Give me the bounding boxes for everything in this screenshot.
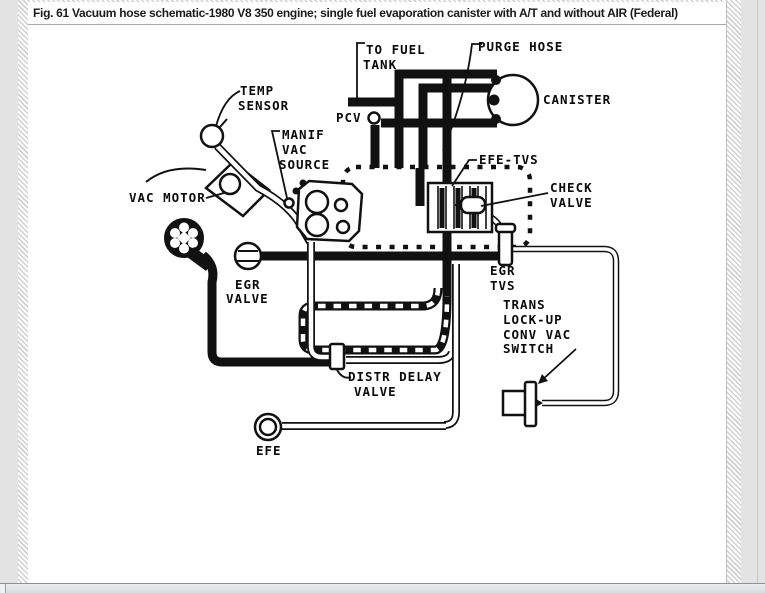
vac-motor-leader — [205, 192, 225, 199]
vacuum-hose-schematic: TO FUEL TANK PURGE HOSE CANISTER PCV TEM… — [129, 39, 620, 458]
label-temp: TEMP — [240, 83, 274, 98]
egr-tvs-connector — [494, 222, 517, 267]
switch-arrow-leader — [538, 348, 577, 384]
label-sensor: SENSOR — [238, 98, 289, 113]
label-egr: EGR — [235, 277, 261, 292]
label-egr-tvs-2: TVS — [490, 278, 516, 293]
distr-delay-leader — [336, 369, 352, 379]
purge-hose-leader — [442, 43, 482, 151]
label-vac: VAC — [282, 142, 308, 157]
check-valve-leader — [480, 192, 549, 207]
figure-caption: Fig. 61 Vacuum hose schematic-1980 V8 35… — [33, 6, 678, 20]
efe-tvs-leader — [451, 159, 477, 187]
temp-sensor-body — [199, 123, 225, 149]
canister-port-mid — [488, 94, 500, 106]
label-egr-tvs-1: EGR — [490, 263, 516, 278]
label-to-fuel: TO FUEL — [366, 42, 426, 57]
canister-port-bottom — [491, 114, 501, 124]
label-conv-vac: CONV VAC — [503, 327, 571, 342]
label-pcv: PCV — [336, 110, 362, 125]
label-switch: SWITCH — [503, 341, 554, 356]
temp-sensor-tick — [219, 118, 228, 128]
canister-mid-hose — [418, 83, 497, 168]
horizontal-scrollbar[interactable] — [0, 583, 765, 593]
canister-body — [486, 73, 540, 127]
carburetor — [292, 179, 364, 243]
scrollbar-corner — [0, 584, 6, 593]
label-trans: TRANS — [503, 297, 546, 312]
label-source: SOURCE — [279, 157, 330, 172]
temp-sensor-leader — [215, 90, 241, 127]
label-vac-motor: VAC MOTOR — [129, 190, 206, 205]
label-canister: CANISTER — [543, 92, 611, 107]
lockup-switch-body — [501, 380, 543, 428]
starburst-fitting — [164, 218, 213, 271]
egr-valve-body — [233, 241, 263, 271]
label-efe-tvs: EFE-TVS — [479, 152, 539, 167]
label-efe: EFE — [256, 443, 282, 458]
vac-motor-port — [218, 172, 242, 196]
label-distr-valve: VALVE — [354, 384, 397, 399]
frame-edge-line — [757, 0, 758, 583]
label-tank: TANK — [363, 57, 397, 72]
label-distr-delay: DISTR DELAY — [348, 369, 442, 384]
label-egr-valve: VALVE — [226, 291, 269, 306]
air-cleaner-arc — [145, 167, 207, 183]
label-lockup: LOCK-UP — [503, 312, 563, 327]
canister-port-top — [491, 75, 501, 85]
manif-vac-leader — [270, 130, 288, 199]
fuel-tank-leader — [356, 42, 365, 100]
dashed-loop-hose — [298, 287, 452, 355]
distr-delay-valve-body — [328, 342, 346, 371]
canister-top-hose — [394, 69, 497, 168]
efe-port — [253, 412, 283, 442]
label-manif: MANIF — [282, 127, 325, 142]
label-check-valve: VALVE — [550, 195, 593, 210]
pcv-valve — [367, 111, 381, 125]
label-purge-hose: PURGE HOSE — [478, 39, 563, 54]
manif-vac-connector — [283, 197, 295, 209]
dashed-loop-hose-dashes — [300, 287, 450, 353]
label-check: CHECK — [550, 180, 593, 195]
figure-page: Fig. 61 Vacuum hose schematic-1980 V8 35… — [28, 2, 727, 583]
starburst-nozzle — [187, 247, 213, 271]
figure-caption-bar: Fig. 61 Vacuum hose schematic-1980 V8 35… — [28, 2, 726, 25]
